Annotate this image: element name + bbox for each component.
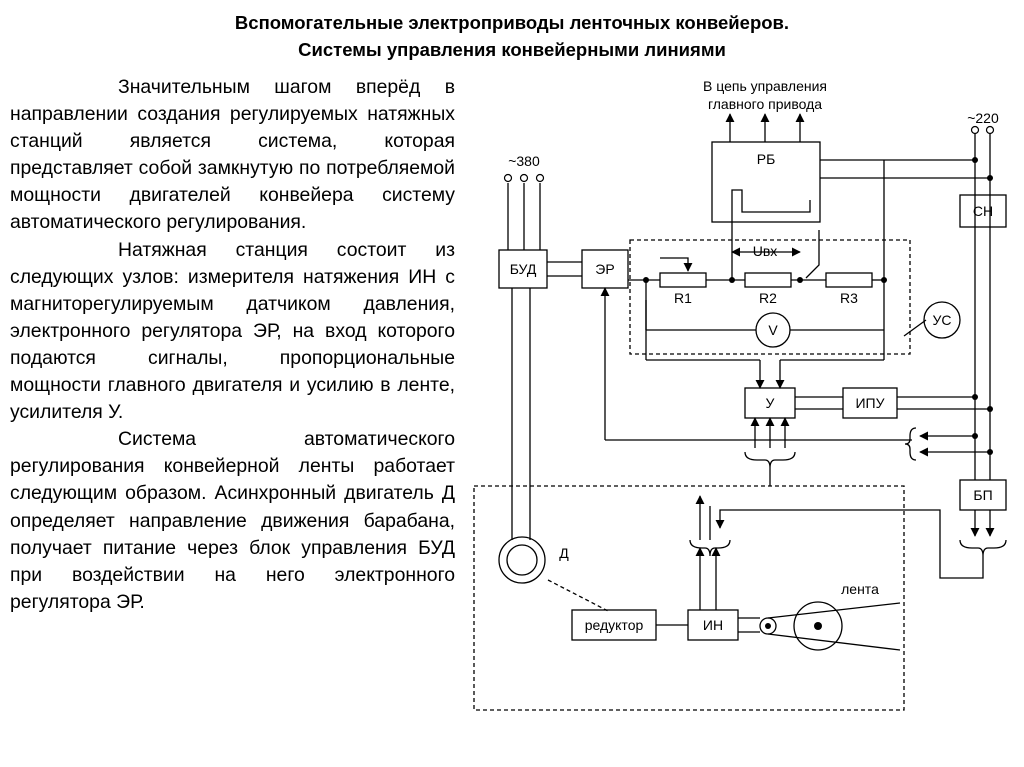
us-label: УС <box>932 312 951 328</box>
paragraph-3: Система автоматического регулирования ко… <box>10 428 455 613</box>
rb-block <box>711 141 821 223</box>
reducer-label: редуктор <box>585 617 644 633</box>
slide-title-line-2: Системы управления конвейерными линиями <box>298 39 726 60</box>
slide-title-line-1: Вспомогательные электроприводы ленточных… <box>234 12 790 33</box>
resistor-r1 <box>659 272 707 288</box>
r1-label: R1 <box>674 290 692 306</box>
motor-outer <box>498 536 546 584</box>
dashed-boundary-er <box>629 239 911 355</box>
motor-label: Д <box>559 545 569 561</box>
voltmeter-circle <box>755 312 791 348</box>
bp-label: БП <box>973 487 992 503</box>
in-block <box>687 609 739 641</box>
dashed-boundary-drive <box>473 485 905 711</box>
body-text: Значительным шагом вперёд в направлении … <box>10 74 455 616</box>
bud-block <box>498 249 548 289</box>
u-label: У <box>766 395 775 411</box>
r2-label: R2 <box>759 290 777 306</box>
er-label: ЭР <box>595 261 614 277</box>
label-main-drive-line-2: главного привода <box>708 96 822 112</box>
motor-inner <box>506 544 538 576</box>
in-label: ИН <box>703 617 723 633</box>
paragraph-2: Натяжная станция состоит из следующих уз… <box>10 238 455 424</box>
belt-label: лента <box>841 581 879 597</box>
paragraph-1: Значительным шагом вперёд в направлении … <box>10 76 455 234</box>
dashed-motor-link <box>547 579 611 613</box>
ipu-label: ИПУ <box>855 395 884 411</box>
rb-label: РБ <box>757 151 776 167</box>
r3-label: R3 <box>840 290 858 306</box>
sn-block <box>959 194 1007 228</box>
voltmeter-label: V <box>768 322 778 338</box>
bp-block <box>959 479 1007 511</box>
ipu-block <box>842 387 898 419</box>
resistor-r2 <box>744 272 792 288</box>
slide-title: Вспомогательные электроприводы ленточных… <box>0 9 1024 63</box>
bud-label: БУД <box>510 261 537 277</box>
label-supply-380: ~380 <box>508 153 540 169</box>
resistor-r3 <box>825 272 873 288</box>
uvx-label: Uвх <box>753 243 778 259</box>
sn-label: СН <box>973 203 993 219</box>
label-supply-220: ~220 <box>967 110 999 126</box>
drive-drum <box>793 601 843 651</box>
us-circle <box>923 301 961 339</box>
rb-inner-contact <box>731 189 811 222</box>
label-main-drive-line-1: В цепь управления <box>703 78 827 94</box>
